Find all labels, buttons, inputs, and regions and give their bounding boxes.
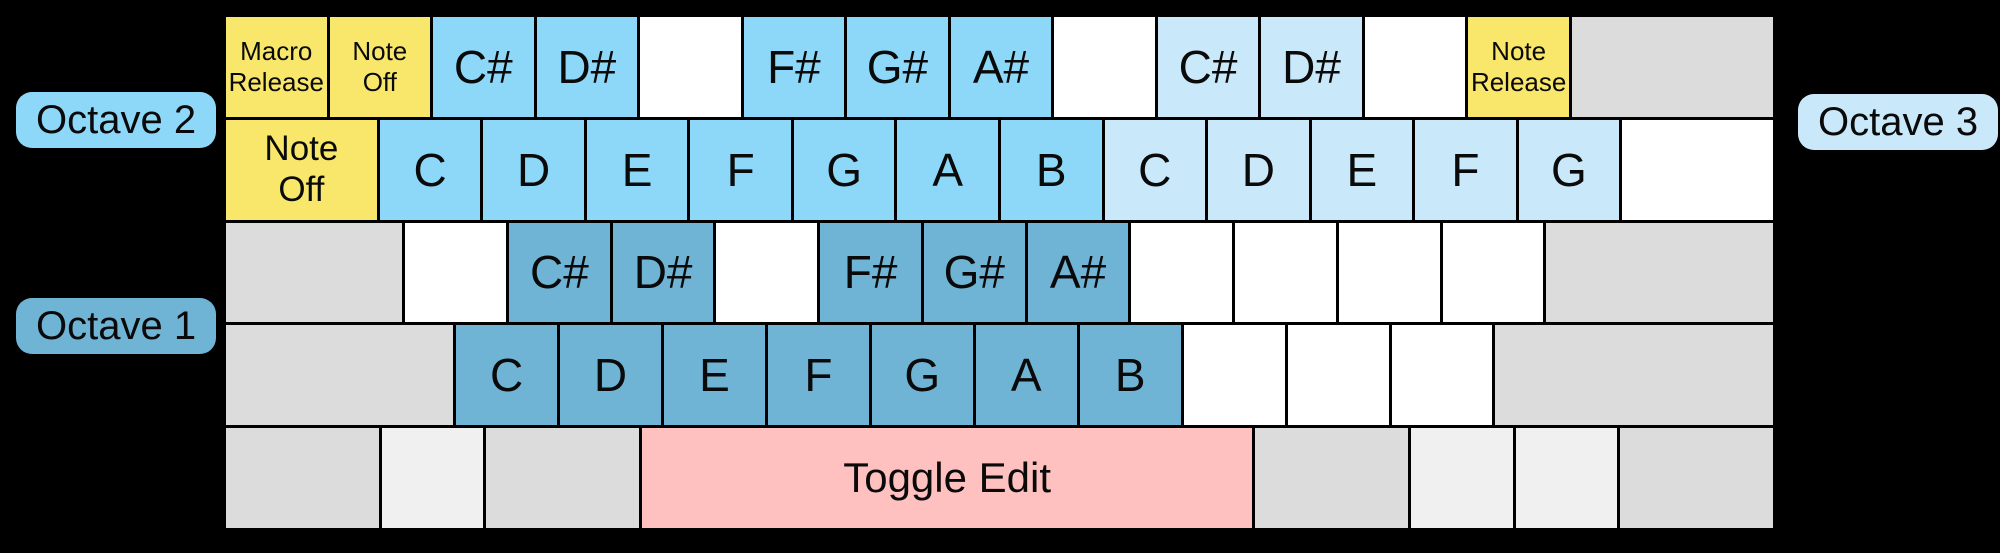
octave-3-label: Octave 3	[1798, 94, 1999, 150]
key-blank-modifier	[1515, 428, 1618, 528]
key-a-sharp-oct2: A#	[950, 17, 1052, 117]
key-unmapped	[1131, 222, 1233, 323]
key-a-sharp-oct1: A#	[1027, 222, 1129, 323]
key-a-oct1: A	[975, 325, 1077, 426]
key-unmapped	[1183, 325, 1285, 426]
key-unmapped	[1622, 119, 1773, 220]
key-unmapped	[1442, 222, 1544, 323]
key-a-oct2: A	[897, 119, 998, 220]
key-e-oct3: E	[1311, 119, 1413, 220]
key-toggle-edit: Toggle Edit	[641, 428, 1253, 528]
key-f-oct2: F	[690, 119, 791, 220]
key-g-sharp-oct2: G#	[847, 17, 948, 117]
key-d-sharp-oct2: D#	[536, 17, 638, 117]
key-g-sharp-oct1: G#	[923, 222, 1025, 323]
key-blank-modifier	[1571, 17, 1773, 117]
key-c-oct3: C	[1104, 119, 1206, 220]
key-blank-modifier	[1495, 325, 1774, 426]
key-note-release: Note Release	[1468, 17, 1569, 117]
key-e-oct2: E	[586, 119, 688, 220]
octave-2-label: Octave 2	[16, 92, 217, 148]
key-blank-modifier	[1620, 428, 1773, 528]
key-blank-modifier	[1410, 428, 1513, 528]
key-blank-modifier	[1546, 222, 1774, 323]
key-unmapped	[640, 17, 741, 117]
key-blank-modifier	[226, 222, 403, 323]
key-blank-modifier	[226, 428, 379, 528]
key-d-sharp-oct1: D#	[612, 222, 714, 323]
key-c-sharp-oct1: C#	[509, 222, 610, 323]
key-note-off: Note Off	[226, 119, 377, 220]
key-unmapped	[405, 222, 507, 323]
key-c-sharp-oct3: C#	[1157, 17, 1259, 117]
key-g-oct3: G	[1518, 119, 1620, 220]
key-g-oct1: G	[871, 325, 973, 426]
key-blank-modifier	[381, 428, 484, 528]
key-blank-modifier	[1255, 428, 1408, 528]
keyboard-row-5: Toggle Edit	[226, 428, 1773, 528]
key-unmapped	[716, 222, 818, 323]
key-unmapped	[1391, 325, 1493, 426]
key-d-oct1: D	[560, 325, 661, 426]
key-macro-release: Macro Release	[226, 17, 327, 117]
key-b-oct2: B	[1000, 119, 1102, 220]
keyboard-row-3: C#D# F#G#A#	[226, 222, 1774, 323]
key-note-off: Note Off	[329, 17, 431, 117]
key-f-sharp-oct2: F#	[743, 17, 845, 117]
key-unmapped	[1235, 222, 1336, 323]
key-c-oct1: C	[456, 325, 558, 426]
key-blank-modifier	[226, 325, 454, 426]
key-d-oct3: D	[1208, 119, 1309, 220]
key-f-oct3: F	[1415, 119, 1516, 220]
key-c-sharp-oct2: C#	[433, 17, 534, 117]
key-f-sharp-oct1: F#	[820, 222, 921, 323]
key-unmapped	[1054, 17, 1155, 117]
key-unmapped	[1287, 325, 1389, 426]
key-unmapped	[1338, 222, 1440, 323]
key-f-oct1: F	[767, 325, 869, 426]
key-e-oct1: E	[663, 325, 765, 426]
octave-1-label: Octave 1	[16, 298, 217, 354]
key-c-oct2: C	[379, 119, 481, 220]
key-blank-modifier	[486, 428, 639, 528]
key-d-oct2: D	[483, 119, 584, 220]
key-b-oct1: B	[1079, 325, 1181, 426]
key-unmapped	[1364, 17, 1466, 117]
key-d-sharp-oct3: D#	[1261, 17, 1362, 117]
key-g-oct2: G	[793, 119, 895, 220]
